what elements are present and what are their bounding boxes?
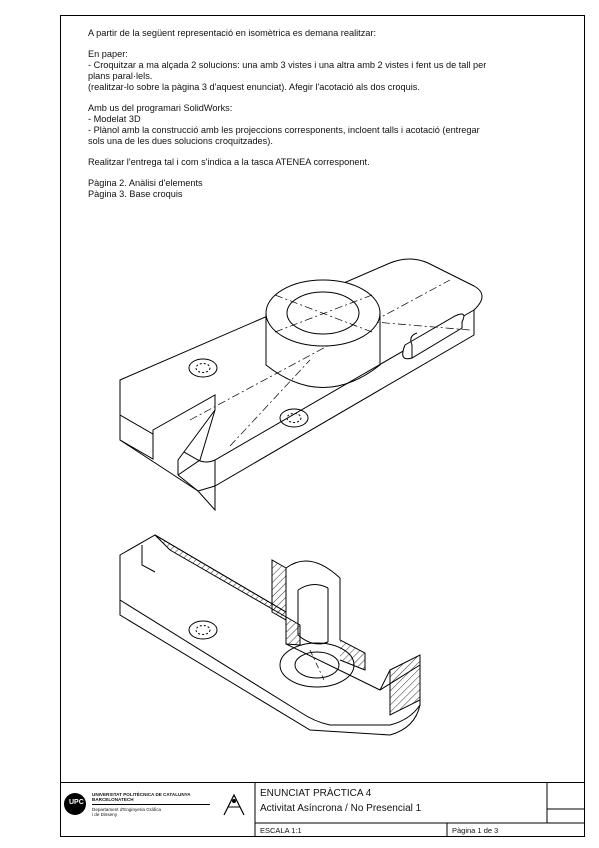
pages-list: Pàgina 2. Anàlisi d'elements Pàgina 3. B… (88, 178, 578, 200)
small-hole-left (188, 358, 218, 378)
page-reference: Pàgina 3. Base croquis (88, 189, 183, 199)
page-number: Pàgina 1 de 3 (452, 826, 499, 835)
page-reference: Pàgina 2. Anàlisi d'elements (88, 178, 203, 188)
scale-label: ESCALA 1:1 (260, 826, 302, 835)
paper-line: - Croquitzar a ma alçada 2 solucions: un… (88, 60, 487, 70)
section-small-hole (188, 620, 218, 640)
statement-text: A partir de la següent representació en … (88, 28, 578, 210)
department-name: Departament d'Enginyeria Gràfica i de Di… (92, 807, 161, 818)
title-block-grid (60, 782, 585, 837)
university-name: UNIVERSITAT POLITÈCNICA DE CATALUNYA BAR… (92, 792, 191, 803)
paper-heading: En paper: (88, 49, 128, 59)
section-plate-top (119, 534, 421, 726)
university-divider (92, 804, 210, 805)
boss-bore-ellipse (286, 291, 360, 335)
department-line: i de Disseny (92, 812, 118, 818)
software-line: - Plànol amb la construcció amb les proj… (88, 125, 480, 135)
paper-instructions: En paper: - Croquitzar a ma alçada 2 sol… (88, 49, 578, 93)
boss-cylinder-body (265, 313, 381, 388)
isometric-section-view (119, 534, 421, 736)
v-notch (152, 394, 216, 475)
software-line: - Modelat 3D (88, 114, 141, 124)
plate-bottom-chamfer (197, 485, 216, 512)
plate-right-face (214, 310, 475, 487)
paper-line: (realitzar-lo sobre la pàgina 3 d'aquest… (88, 82, 420, 92)
paper-line: plans paral·lels. (88, 71, 153, 81)
software-line: sols una de les dues solucions croquitza… (88, 136, 273, 146)
plate-front-face (119, 415, 154, 460)
department-emblem-icon (223, 793, 245, 816)
sheet-title: ENUNCIAT PRÀCTICA 4 (260, 788, 372, 799)
software-heading: Amb us del programari SolidWorks: (88, 103, 233, 113)
logo-text: UPC (69, 799, 84, 806)
university-line: BARCELONATECH (92, 797, 134, 803)
title-block: UPC UNIVERSITAT POLITÈCNICA DE CATALUNYA… (60, 782, 585, 837)
university-line: UNIVERSITAT POLITÈCNICA DE CATALUNYA (92, 792, 191, 797)
software-instructions: Amb us del programari SolidWorks: - Mode… (88, 103, 578, 147)
section-boss-base-ellipse (279, 642, 355, 688)
plate-left-side (119, 439, 199, 492)
section-plate-front (119, 600, 421, 736)
intro-paragraph: A partir de la següent representació en … (88, 28, 578, 39)
section-boss-right-wall (339, 578, 366, 671)
delivery-line: Realitzar l'entrega tal i com s'indica a… (88, 157, 370, 167)
isometric-full-part-view (119, 258, 483, 512)
intro-line: A partir de la següent representació en … (88, 28, 377, 38)
section-boss-wall (271, 559, 287, 621)
isometric-drawing (119, 258, 483, 736)
section-slot-cut-face (389, 654, 421, 716)
department-line: Departament d'Enginyeria Gràfica (92, 807, 162, 812)
university-logo-icon: UPC (64, 793, 86, 815)
rounded-slot (402, 313, 465, 360)
delivery-paragraph: Realitzar l'entrega tal i com s'indica a… (88, 157, 578, 168)
sheet-subtitle: Activitat Asíncrona / No Presencial 1 (260, 803, 422, 814)
small-hole-right (279, 408, 309, 428)
